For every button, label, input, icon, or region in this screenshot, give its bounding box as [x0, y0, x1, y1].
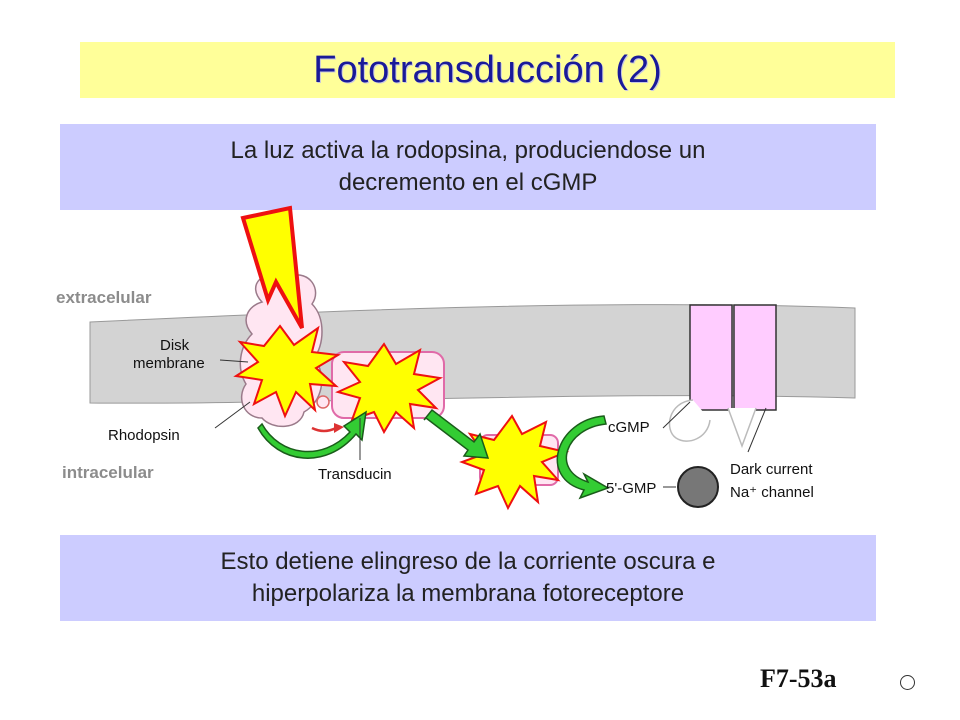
na-channel-left-subunit — [689, 304, 733, 411]
dark-current-label-line1: Dark current — [730, 461, 813, 478]
light-bolt-icon — [240, 205, 304, 329]
na-channel-right-subunit — [733, 304, 777, 411]
transducin-to-pde-arrow — [423, 408, 490, 459]
cgmp-hydrolysis-arrow — [556, 415, 610, 500]
disk-membrane-label-line1: Disk — [160, 337, 190, 354]
red-activation-arrow — [311, 426, 337, 433]
disk-membrane-label-line2: membrane — [133, 355, 205, 372]
dark-current-label-line2: Na⁺ channel — [730, 484, 814, 501]
cgmp-leader — [662, 401, 691, 429]
caption-top: La luz activa la rodopsina, produciendos… — [60, 124, 876, 210]
caption-bottom-line1: Esto detiene elingreso de la corriente o… — [220, 548, 716, 575]
extracelular-label: extracelular — [56, 288, 152, 307]
caption-top-line1: La luz activa la rodopsina, produciendos… — [230, 137, 706, 164]
figure-code: F7-53a — [760, 664, 837, 693]
cgmp-binding-site-left — [668, 399, 711, 442]
caption-bottom: Esto detiene elingreso de la corriente o… — [60, 535, 876, 621]
page-title: Fototransducción (2) — [313, 48, 662, 91]
rhodopsin-activation-star-icon — [233, 324, 342, 419]
corner-circle-icon — [900, 675, 915, 690]
rhodopsin-to-transducin-arrow — [257, 410, 367, 459]
disk-membrane-leader — [219, 359, 249, 363]
five-gmp-label: 5'-GMP — [606, 480, 656, 497]
caption-top-line2: decremento en el cGMP — [338, 169, 598, 196]
rhodopsin-pigment-dot — [316, 395, 330, 409]
title-banner: Fototransducción (2) — [80, 42, 895, 98]
cgmp-label: cGMP — [608, 419, 650, 436]
transducin-label: Transducin — [318, 466, 392, 483]
gmp-molecule-icon — [677, 466, 719, 508]
cgmp-binding-site-right — [727, 407, 757, 449]
transducin-activation-star-icon — [335, 342, 444, 435]
red-arrowhead — [334, 423, 344, 433]
dark-current-leader — [747, 407, 767, 453]
caption-bottom-line2: hiperpolariza la membrana fotoreceptore — [251, 580, 685, 607]
intracelular-label: intracelular — [62, 463, 154, 482]
rhodopsin-leader — [214, 401, 251, 429]
rhodopsin-label: Rhodopsin — [108, 427, 180, 444]
